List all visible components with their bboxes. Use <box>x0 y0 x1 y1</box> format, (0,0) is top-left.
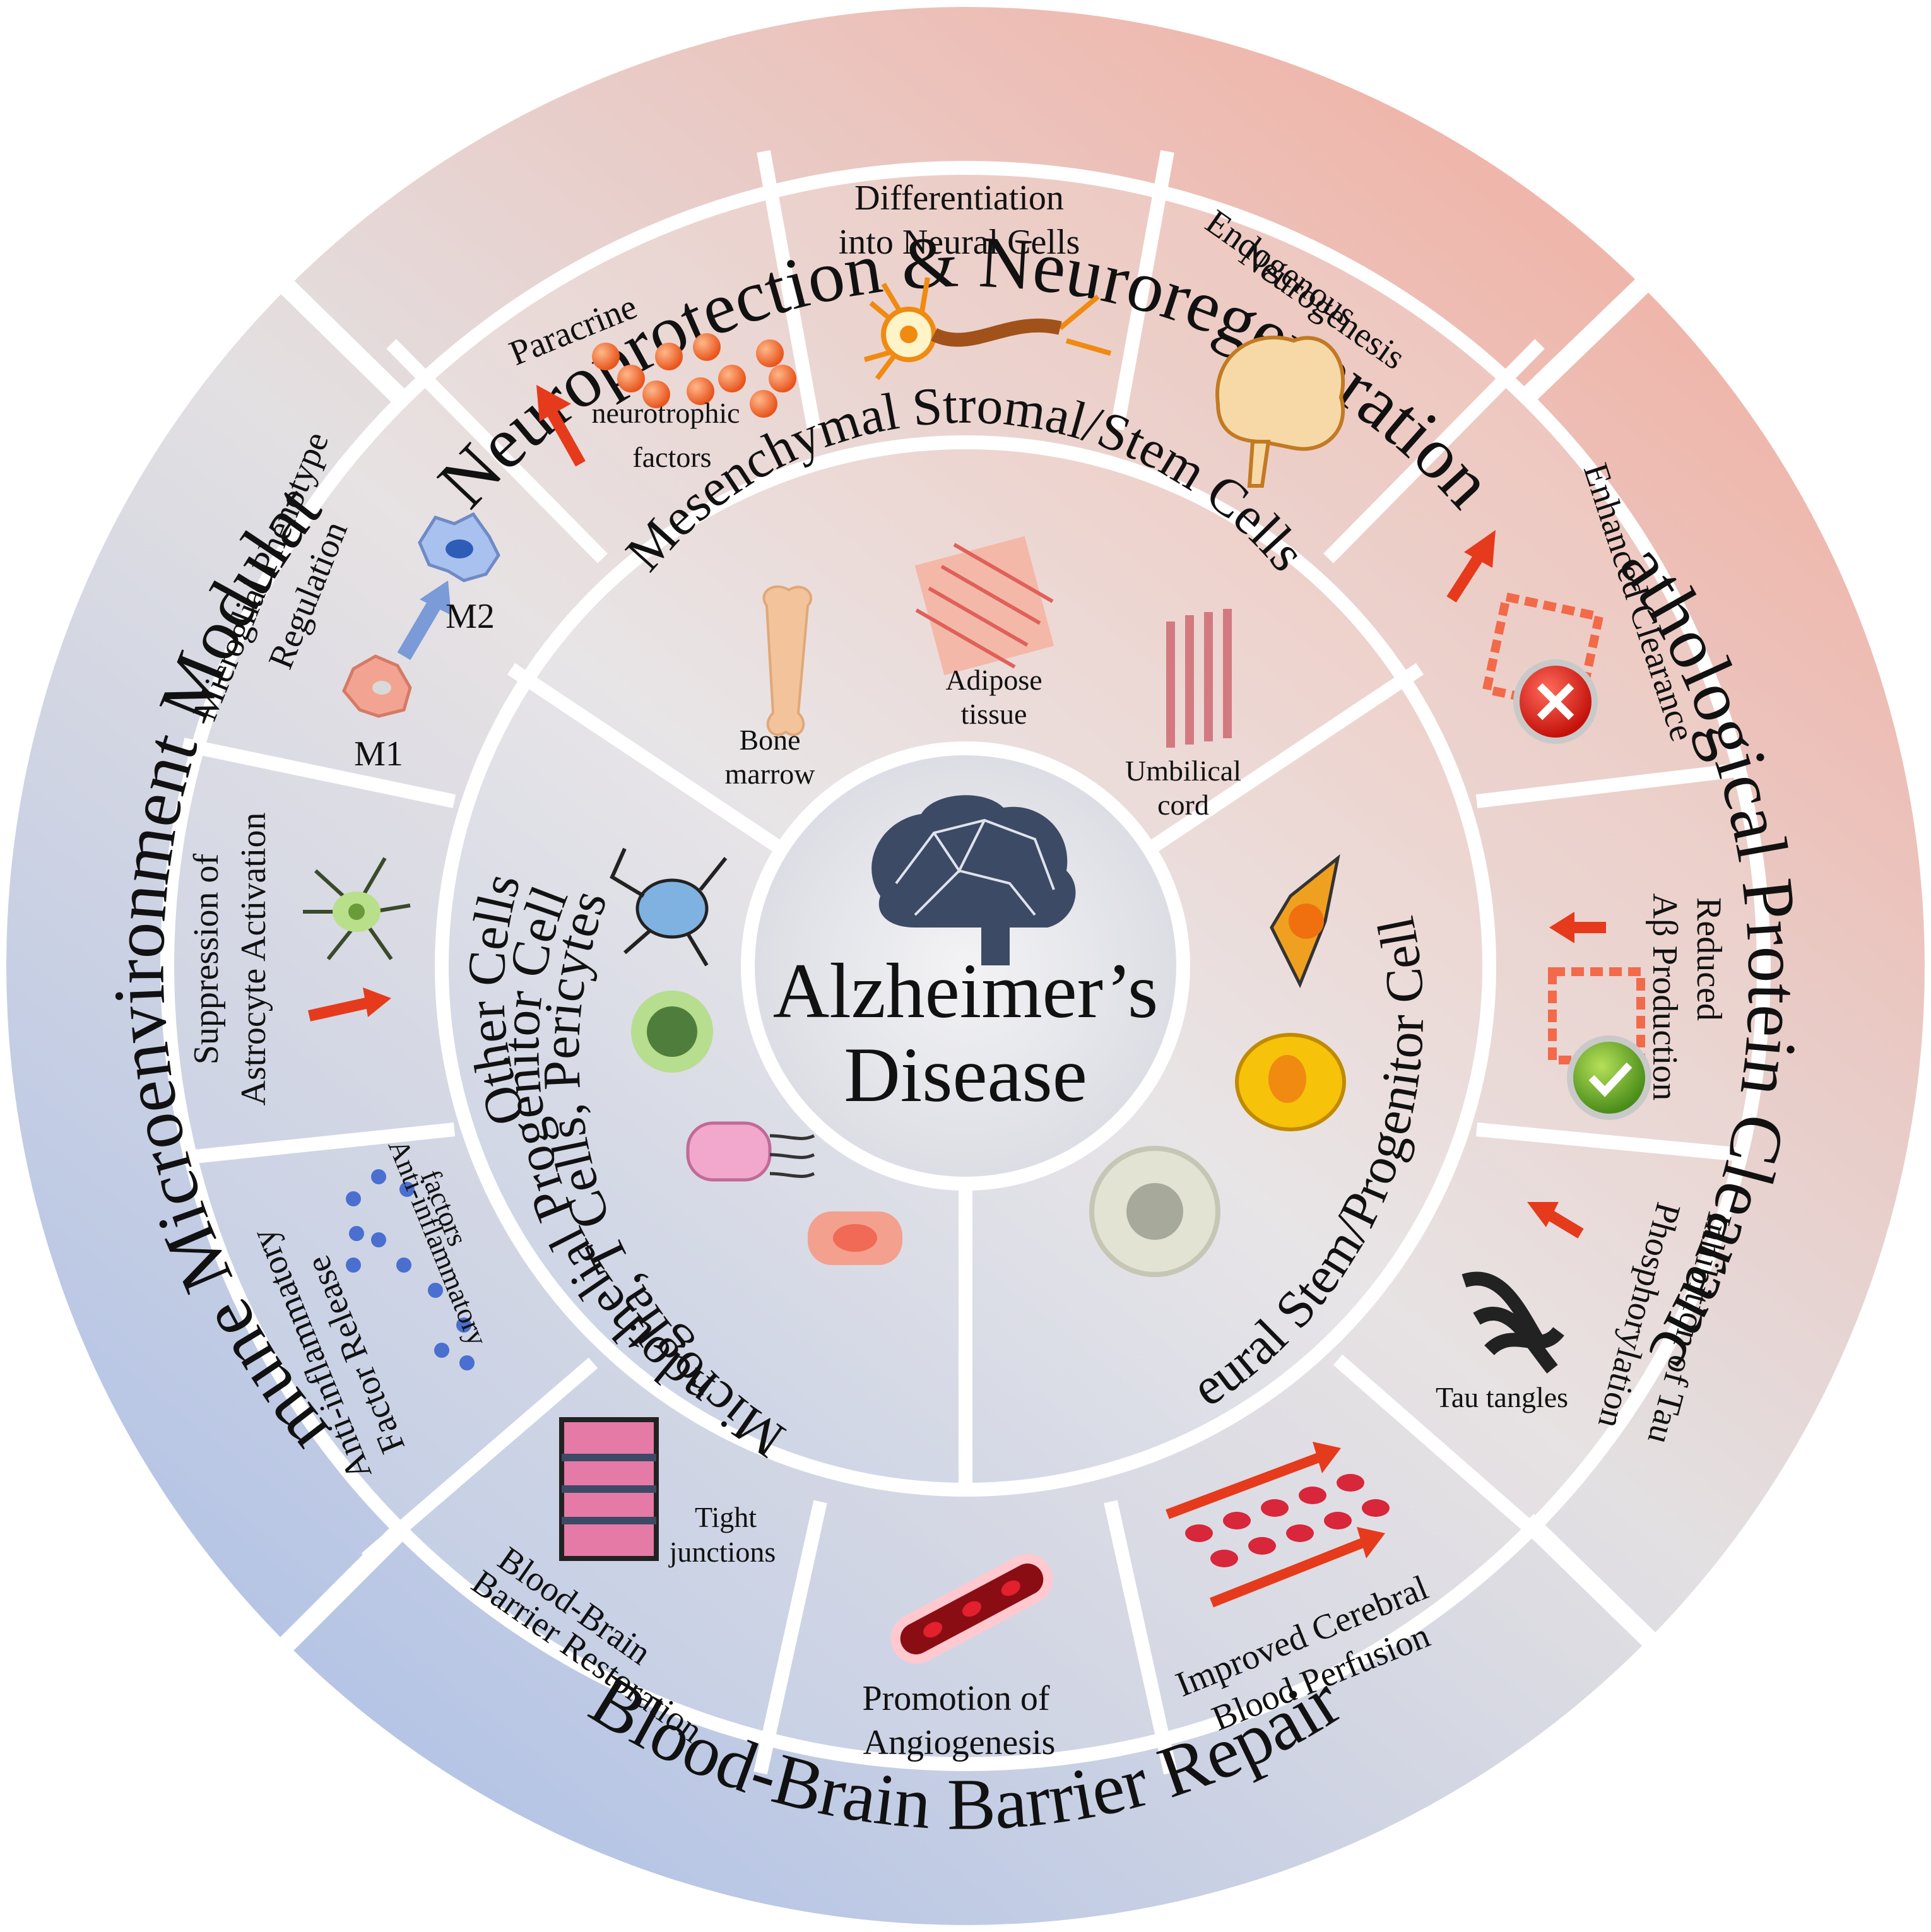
blood-flow-arrows-icon <box>1166 1442 1385 1608</box>
decrease-arrow-icon <box>1549 912 1606 943</box>
m1-label: M1 <box>354 734 403 774</box>
brain-anatomy-icon <box>1215 336 1345 488</box>
tau-tangles-label: Tau tangles <box>1436 1381 1568 1413</box>
mechanism-dividers <box>181 150 1743 1775</box>
neuron-icon <box>863 277 1112 380</box>
tight-junctions-label-2: junctions <box>668 1536 776 1568</box>
umbilical-label-2: cord <box>1157 789 1209 821</box>
anti-inflammatory-factor-dots <box>346 1169 475 1370</box>
microglia-icon <box>610 847 728 967</box>
neurotrophic-factor-spheres <box>592 333 796 418</box>
decrease-arrow-icon-2 <box>1527 1202 1584 1239</box>
brain-network-icon <box>871 795 1076 965</box>
adipose-tissue-icon <box>914 536 1054 676</box>
umbilical-label-1: Umbilical <box>1125 755 1241 787</box>
bone-marrow-label-1: Bone <box>739 724 800 756</box>
t-cell-icon <box>631 991 713 1073</box>
neurotrophic-label-2: factors <box>632 441 711 473</box>
bone-icon <box>762 585 813 736</box>
decrease-arrow-icon-3 <box>308 987 391 1022</box>
m2-microglia-icon <box>418 512 500 582</box>
reduced-label-1: Reduced <box>1689 897 1728 1021</box>
neural-stem-cell-icon-1 <box>1270 854 1340 989</box>
differentiation-label-2: into Neural Cells <box>839 223 1080 262</box>
neural-stem-cell-icon-2 <box>1235 1033 1346 1131</box>
tight-junctions-label-1: Tight <box>695 1501 757 1533</box>
m1-microglia-icon <box>342 654 412 718</box>
angiogenesis-label-1: Promotion of <box>862 1679 1049 1718</box>
adipose-label-2: tissue <box>961 698 1027 730</box>
tight-junction-icon <box>559 1417 659 1561</box>
angiogenesis-label-2: Angiogenesis <box>863 1723 1056 1762</box>
approve-badge-icon <box>1567 1035 1651 1120</box>
polarization-arrow-icon <box>397 580 451 661</box>
cell-ring-dividers <box>507 663 1424 1489</box>
bone-marrow-label-2: marrow <box>724 758 815 790</box>
center-title-line1: Alzheimer’s <box>773 948 1159 1034</box>
differentiation-label-1: Differentiation <box>854 179 1064 218</box>
tau-tangles-icon <box>1462 1271 1564 1374</box>
center-disc <box>741 741 1190 1191</box>
astrocyte-icon <box>303 857 411 960</box>
pericyte-icon <box>686 1121 815 1182</box>
red-blood-cells-icon <box>1185 1474 1390 1567</box>
blood-vessel-icon <box>890 1554 1053 1664</box>
astrocyte-label-2: Astrocyte Activation <box>234 812 273 1105</box>
neurotrophic-label-1: neurotrophic <box>591 397 740 429</box>
center-title-line2: Disease <box>844 1032 1087 1118</box>
reject-badge-icon <box>1513 659 1598 744</box>
astrocyte-label-1: Suppression of <box>187 853 226 1064</box>
adipose-label-1: Adipose <box>945 664 1042 696</box>
reduced-label-2: Aβ Production <box>1645 893 1684 1101</box>
increase-arrow-icon-2 <box>1446 530 1496 603</box>
umbilical-cord-icon <box>1166 609 1232 748</box>
m2-label: M2 <box>446 597 495 636</box>
endothelial-progenitor-icon <box>808 1211 902 1265</box>
neurosphere-icon <box>1089 1146 1220 1277</box>
increase-arrow-icon <box>536 385 586 467</box>
